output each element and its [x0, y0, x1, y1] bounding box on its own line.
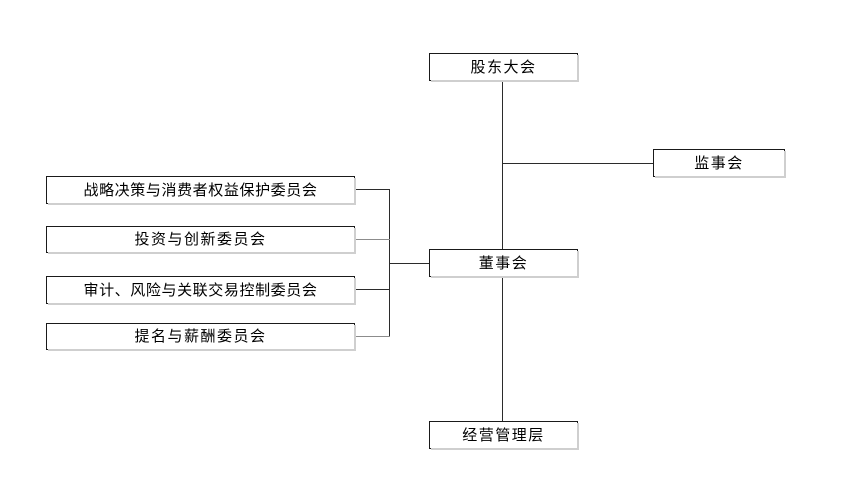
node-committee-nomination-remuneration-label: 提名与薪酬委员会 [134, 327, 267, 345]
node-shareholders-meeting[interactable]: 股东大会 [429, 53, 579, 82]
node-committee-audit-risk-related-transactions-label: 审计、风险与关联交易控制委员会 [83, 280, 318, 299]
node-shareholders-meeting-label: 股东大会 [470, 57, 537, 76]
edge-shareholders-to-board [502, 80, 503, 249]
edge-shareholders-to-supervisors [502, 163, 653, 164]
node-committee-strategy-consumer-rights[interactable]: 战略决策与消费者权益保护委员会 [46, 176, 356, 205]
node-committee-strategy-consumer-rights-label: 战略决策与消费者权益保护委员会 [83, 180, 318, 199]
node-committee-nomination-remuneration[interactable]: 提名与薪酬委员会 [46, 323, 356, 351]
node-board-of-directors-label: 董事会 [478, 253, 529, 272]
node-committee-investment-innovation-label: 投资与创新委员会 [134, 230, 267, 248]
edge-committee-3-stub [355, 289, 390, 290]
node-board-of-directors[interactable]: 董事会 [429, 249, 579, 278]
node-committee-investment-innovation[interactable]: 投资与创新委员会 [46, 226, 356, 254]
node-board-of-supervisors-label: 监事会 [694, 153, 744, 172]
node-board-of-supervisors[interactable]: 监事会 [653, 149, 786, 178]
edge-board-to-management [502, 276, 503, 421]
edge-committees-to-board [389, 263, 429, 264]
node-management-layer-label: 经营管理层 [462, 425, 545, 444]
edge-committee-4-stub [355, 336, 390, 337]
edge-committee-2-stub [355, 239, 390, 240]
node-committee-audit-risk-related-transactions[interactable]: 审计、风险与关联交易控制委员会 [46, 276, 356, 305]
node-management-layer[interactable]: 经营管理层 [429, 421, 579, 450]
edge-committee-1-stub [355, 189, 390, 190]
